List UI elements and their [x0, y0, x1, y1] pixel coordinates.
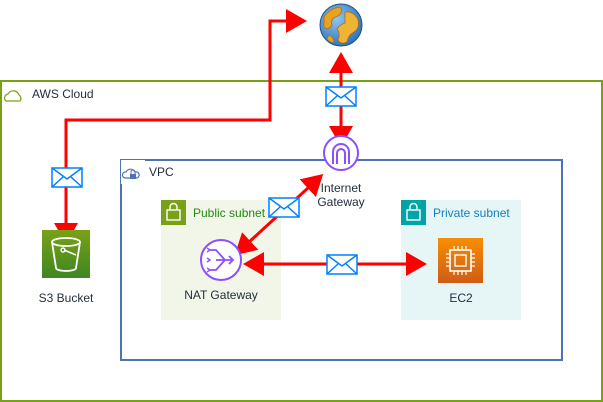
nat-gateway-icon — [200, 239, 242, 281]
vpc-cloud-lock-icon — [121, 160, 145, 184]
chip-icon — [446, 246, 475, 275]
envelope-icon — [326, 254, 358, 275]
ec2-label: EC2 — [449, 291, 473, 305]
aws-cloud-label: AWS Cloud — [32, 87, 94, 101]
private-subnet-lock-icon — [401, 200, 426, 225]
public-subnet-lock-icon — [161, 200, 186, 225]
envelope-icon — [325, 86, 357, 107]
public-subnet-label: Public subnet — [193, 206, 266, 220]
nat-gateway-node[interactable]: NAT Gateway — [184, 239, 258, 302]
s3-bucket-label: S3 Bucket — [39, 291, 94, 305]
private-subnet-label: Private subnet — [433, 206, 510, 220]
envelope-icon — [51, 167, 83, 188]
s3-bucket-node[interactable]: S3 Bucket — [39, 230, 94, 305]
internet-gateway-node[interactable]: Internet Gateway — [317, 135, 365, 209]
vpc-label: VPC — [149, 165, 174, 179]
internet-gateway-label-line2: Gateway — [317, 195, 364, 209]
nat-gateway-label: NAT Gateway — [184, 288, 258, 302]
bucket-icon — [51, 237, 81, 272]
internet-gateway-icon — [323, 135, 359, 171]
globe-icon — [319, 3, 363, 47]
edge-s3-to-internet — [54, 9, 307, 244]
ec2-icon-background — [438, 238, 483, 283]
envelope-icon — [268, 197, 300, 218]
cloud-icon — [4, 90, 22, 102]
ec2-node[interactable]: EC2 — [438, 238, 483, 305]
internet-gateway-label-line1: Internet — [321, 181, 362, 195]
